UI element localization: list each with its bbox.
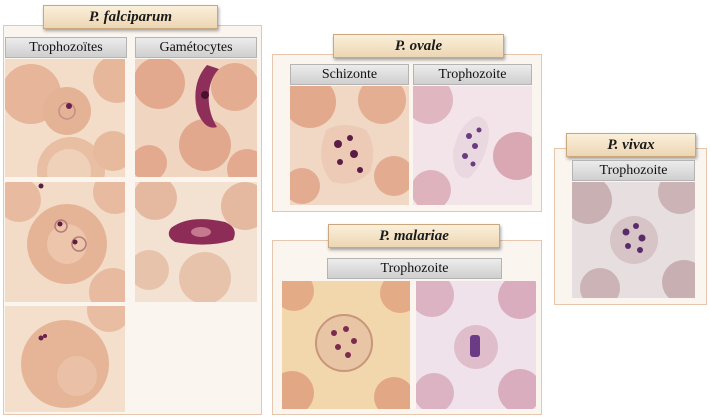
vivax-title: P. vivax bbox=[566, 133, 696, 157]
malariae-trophozoite-micrograph-1 bbox=[282, 281, 410, 409]
ovale-tab-trophozoite: Trophozoite bbox=[413, 64, 532, 85]
malariae-trophozoite-micrograph-2 bbox=[416, 281, 536, 409]
falciparum-tab-trophozoites: Trophozoïtes bbox=[5, 37, 127, 58]
falciparum-trophozoite-micrograph-1 bbox=[5, 59, 125, 177]
ovale-title: P. ovale bbox=[333, 34, 504, 58]
falciparum-gametocyte-micrograph-2 bbox=[135, 182, 257, 302]
falciparum-gametocyte-micrograph-1 bbox=[135, 59, 257, 177]
falciparum-trophozoite-micrograph-2 bbox=[5, 182, 125, 302]
vivax-trophozoite-micrograph bbox=[572, 182, 695, 298]
falciparum-title: P. falciparum bbox=[43, 5, 218, 29]
malariae-title: P. malariae bbox=[328, 224, 500, 248]
falciparum-tab-gametocytes: Gamétocytes bbox=[135, 37, 257, 58]
ovale-schizonte-micrograph bbox=[290, 86, 409, 205]
ovale-trophozoite-micrograph bbox=[413, 86, 532, 205]
ovale-tab-schizonte: Schizonte bbox=[290, 64, 409, 85]
vivax-tab-trophozoite: Trophozoite bbox=[572, 160, 695, 181]
falciparum-trophozoite-micrograph-3 bbox=[5, 306, 125, 412]
malariae-tab-trophozoite: Trophozoite bbox=[327, 258, 502, 279]
